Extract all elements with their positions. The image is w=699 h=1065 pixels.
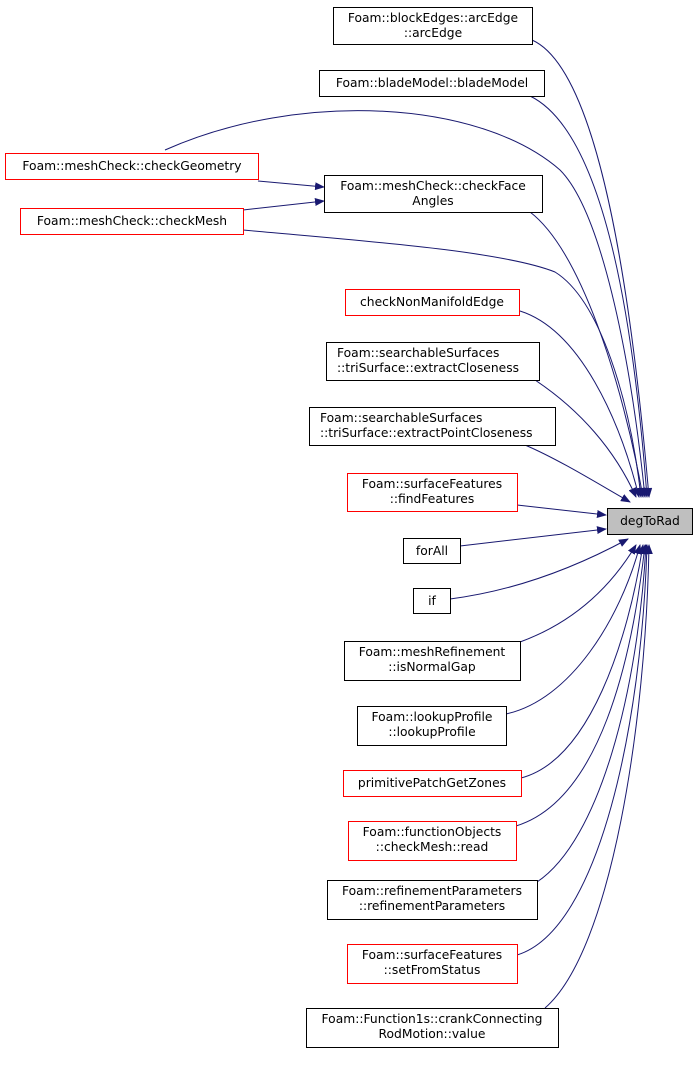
node-label: Foam::surfaceFeatures bbox=[362, 477, 502, 491]
edge-bladeModel bbox=[529, 95, 651, 498]
node-label: ::triSurface::extractCloseness bbox=[337, 361, 519, 375]
node-label: forAll bbox=[416, 544, 448, 558]
edges bbox=[164, 39, 653, 1009]
node-checkFaceAngles[interactable]: Foam::meshCheck::checkFace Angles bbox=[324, 175, 543, 213]
node-label: if bbox=[428, 594, 436, 608]
node-label: Foam::functionObjects bbox=[363, 825, 502, 839]
node-checkMesh[interactable]: Foam::meshCheck::checkMesh bbox=[20, 208, 244, 235]
node-label: ::arcEdge bbox=[404, 26, 462, 40]
edge-checkNonManifoldEdge bbox=[519, 310, 641, 498]
edge-primitivePatchGetZones bbox=[520, 544, 646, 779]
edge-isNormalGap bbox=[519, 544, 637, 643]
node-label: Foam::meshRefinement bbox=[359, 645, 506, 659]
node-extractCloseness[interactable]: Foam::searchableSurfaces ::triSurface::e… bbox=[326, 342, 540, 381]
node-label: ::checkMesh::read bbox=[376, 840, 489, 854]
edge-findFeatures bbox=[516, 504, 607, 518]
node-label: ::refinementParameters bbox=[359, 899, 505, 913]
node-label: ::lookupProfile bbox=[388, 725, 475, 739]
node-label: Foam::refinementParameters bbox=[342, 884, 522, 898]
node-label: degToRad bbox=[620, 514, 680, 528]
node-label: ::setFromStatus bbox=[384, 963, 481, 977]
edge-forAll bbox=[459, 526, 607, 547]
node-read[interactable]: Foam::functionObjects ::checkMesh::read bbox=[348, 821, 517, 861]
node-label: ::findFeatures bbox=[390, 492, 475, 506]
node-label: Foam::meshCheck::checkMesh bbox=[37, 214, 227, 228]
node-label: Foam::meshCheck::checkGeometry bbox=[22, 159, 241, 173]
edge-checkFaceAngles bbox=[529, 211, 646, 498]
node-label: Foam::Function1s::crankConnecting bbox=[322, 1012, 543, 1026]
node-crankConnectingRodMotion[interactable]: Foam::Function1s::crankConnecting RodMot… bbox=[306, 1008, 559, 1048]
node-setFromStatus[interactable]: Foam::surfaceFeatures ::setFromStatus bbox=[347, 944, 518, 984]
edge-read bbox=[515, 544, 648, 827]
edge-extractCloseness bbox=[534, 379, 637, 498]
node-findFeatures[interactable]: Foam::surfaceFeatures ::findFeatures bbox=[347, 473, 518, 512]
edge-setFromStatus bbox=[516, 544, 651, 956]
node-refinementParameters[interactable]: Foam::refinementParameters ::refinementP… bbox=[327, 880, 538, 920]
node-label: RodMotion::value bbox=[379, 1027, 486, 1041]
edge-if bbox=[449, 538, 629, 600]
node-label: Foam::searchableSurfaces bbox=[337, 346, 499, 360]
edge-extractPointCloseness bbox=[524, 444, 631, 503]
node-checkGeometry[interactable]: Foam::meshCheck::checkGeometry bbox=[5, 153, 259, 180]
edge-lookupProfile bbox=[505, 544, 642, 715]
node-primitivePatchGetZones[interactable]: primitivePatchGetZones bbox=[343, 770, 522, 797]
node-checkNonManifoldEdge[interactable]: checkNonManifoldEdge bbox=[345, 289, 520, 316]
edge-checkGeometry bbox=[164, 110, 649, 498]
node-extractPointCloseness[interactable]: Foam::searchableSurfaces ::triSurface::e… bbox=[309, 407, 556, 446]
node-isNormalGap[interactable]: Foam::meshRefinement ::isNormalGap bbox=[344, 641, 521, 681]
node-label: Foam::meshCheck::checkFace bbox=[340, 179, 526, 193]
node-label: Angles bbox=[412, 194, 453, 208]
node-label: Foam::blockEdges::arcEdge bbox=[348, 11, 518, 25]
edge-checkGeometry-checkFaceAngles bbox=[257, 180, 325, 191]
node-if[interactable]: if bbox=[413, 588, 451, 614]
node-forAll[interactable]: forAll bbox=[403, 538, 461, 564]
node-label: primitivePatchGetZones bbox=[358, 776, 506, 790]
node-label: Foam::lookupProfile bbox=[372, 710, 493, 724]
node-label: Foam::surfaceFeatures bbox=[362, 948, 502, 962]
node-bladeModel[interactable]: Foam::bladeModel::bladeModel bbox=[319, 70, 545, 97]
edge-checkMesh bbox=[242, 229, 644, 498]
node-label: Foam::searchableSurfaces bbox=[320, 411, 482, 425]
node-degToRad: degToRad bbox=[607, 508, 693, 535]
node-lookupProfile[interactable]: Foam::lookupProfile ::lookupProfile bbox=[357, 706, 507, 746]
edge-checkMesh-checkFaceAngles bbox=[242, 198, 325, 211]
node-label: ::triSurface::extractPointCloseness bbox=[320, 426, 533, 440]
edge-crank bbox=[544, 544, 653, 1009]
edge-arcEdge bbox=[531, 39, 653, 498]
node-label: ::isNormalGap bbox=[388, 660, 476, 674]
edge-refinementParameters bbox=[536, 544, 650, 883]
node-label: checkNonManifoldEdge bbox=[360, 295, 504, 309]
node-label: Foam::bladeModel::bladeModel bbox=[336, 76, 528, 90]
node-arcEdge[interactable]: Foam::blockEdges::arcEdge ::arcEdge bbox=[333, 7, 533, 45]
